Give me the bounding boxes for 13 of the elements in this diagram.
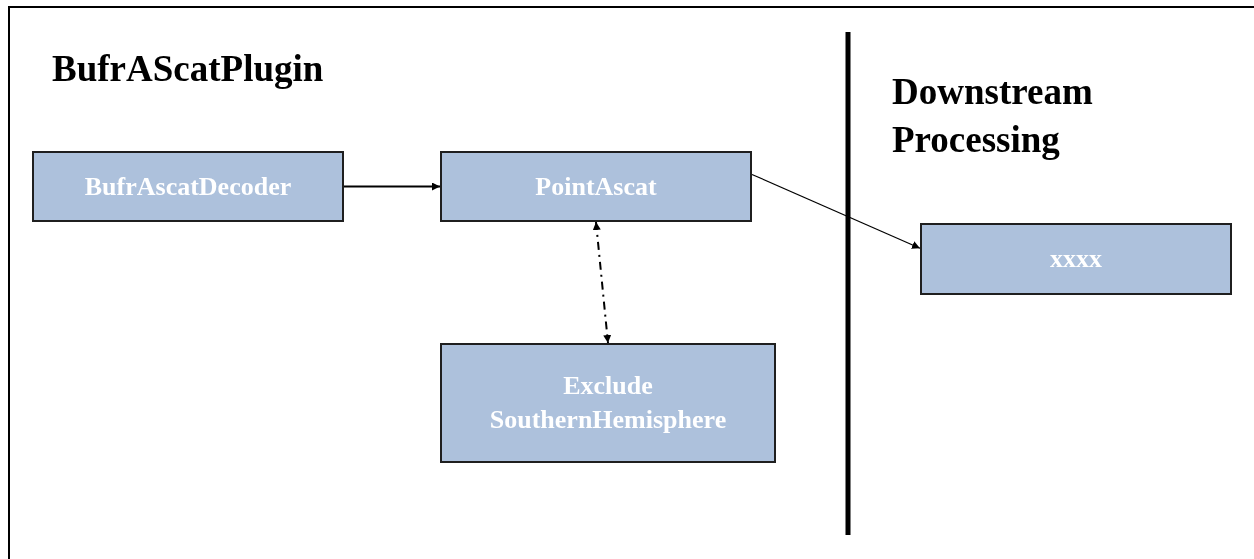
process-box xyxy=(32,151,344,222)
process-box xyxy=(920,223,1232,295)
diagram-title: BufrAScatPlugin xyxy=(52,47,324,91)
section-heading: Downstream Processing xyxy=(892,70,1094,163)
process-box xyxy=(440,343,776,463)
box-label: Exclude SouthernHemisphere xyxy=(488,370,728,436)
arrow xyxy=(592,221,612,344)
arrow xyxy=(751,173,921,249)
box-label: xxxx xyxy=(1050,243,1102,276)
box-label: PointAscat xyxy=(535,170,657,203)
arrow xyxy=(343,182,441,191)
process-box xyxy=(440,151,752,222)
box-label: BufrAscatDecoder xyxy=(84,170,292,203)
